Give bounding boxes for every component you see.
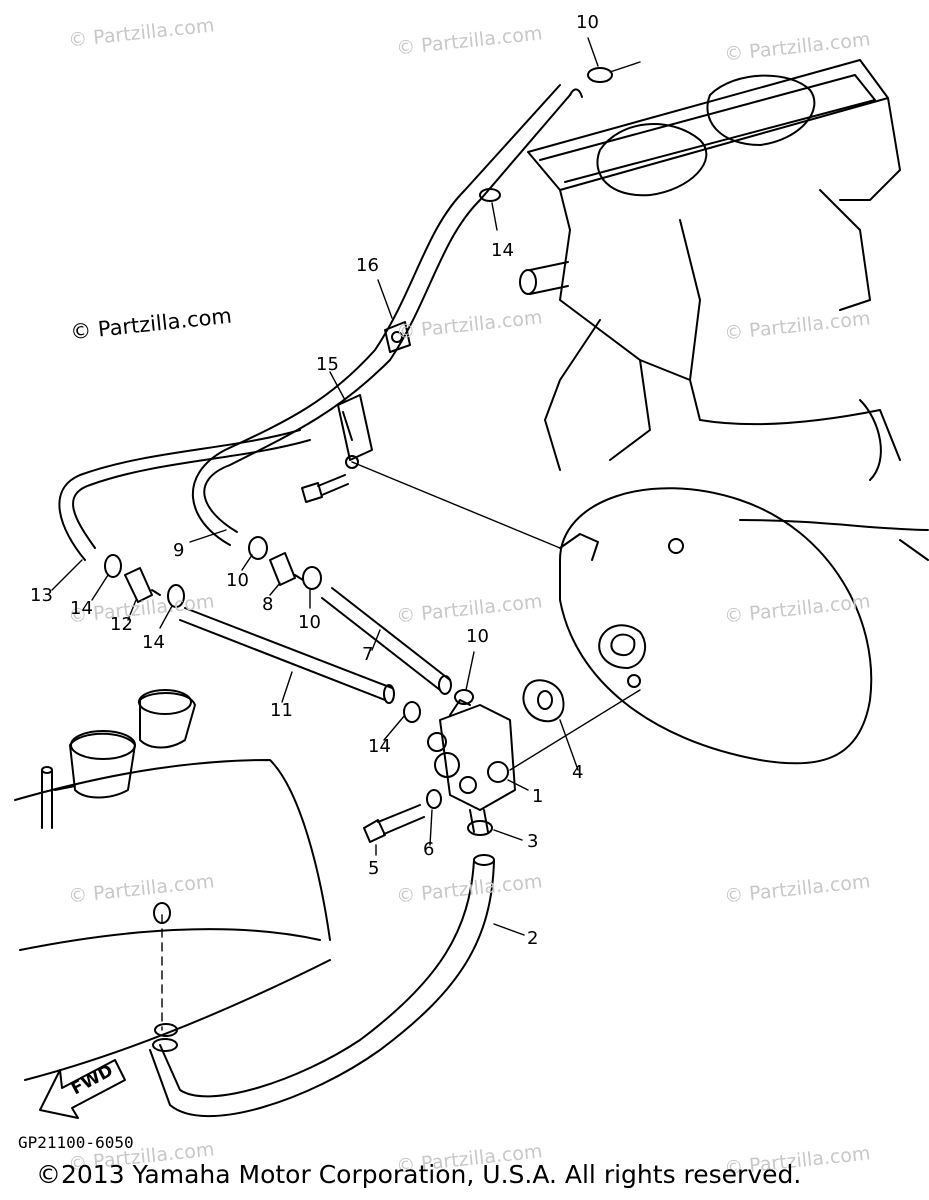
callout-10: 10 — [466, 626, 489, 647]
callout-5: 5 — [368, 858, 380, 879]
callout-14: 14 — [142, 632, 165, 653]
callout-9: 9 — [173, 540, 185, 561]
bracket-15 — [337, 394, 373, 469]
callout-7: 7 — [362, 644, 374, 665]
engine-block — [519, 59, 929, 561]
callout-10: 10 — [298, 612, 321, 633]
bolt-5 — [363, 804, 425, 843]
bolt-bracket — [301, 474, 349, 503]
crankcase-cover — [559, 487, 873, 765]
fwd-arrow — [39, 1059, 126, 1119]
callout-14: 14 — [70, 598, 93, 619]
gasket-4 — [522, 679, 565, 723]
clamps — [104, 67, 613, 1037]
oil-tank — [14, 689, 331, 1081]
callout-10: 10 — [226, 570, 249, 591]
callout-2: 2 — [527, 928, 539, 949]
assembly-lines — [161, 61, 641, 1031]
callout-8: 8 — [262, 594, 274, 615]
callout-15: 15 — [316, 354, 339, 375]
reference-code: GP21100-6050 — [18, 1133, 134, 1152]
callout-16: 16 — [356, 255, 379, 276]
check-valve-8 — [269, 552, 304, 586]
callout-1: 1 — [532, 786, 544, 807]
hose-11 — [179, 607, 395, 704]
check-valve-12 — [124, 567, 161, 603]
callout-11: 11 — [270, 700, 293, 721]
callout-12: 12 — [110, 614, 133, 635]
hose-13 — [58, 429, 311, 561]
hose-2 — [149, 854, 495, 1118]
hose-7 — [321, 587, 452, 695]
oil-pump — [427, 699, 516, 833]
callout-4: 4 — [572, 762, 584, 783]
clip-16 — [384, 321, 411, 353]
callout-3: 3 — [527, 831, 539, 852]
callout-14: 14 — [368, 736, 391, 757]
copyright-notice: ©2013 Yamaha Motor Corporation, U.S.A. A… — [36, 1160, 802, 1189]
callout-14: 14 — [491, 240, 514, 261]
callout-13: 13 — [30, 585, 53, 606]
leader-lines — [51, 37, 599, 936]
callout-10: 10 — [576, 12, 599, 33]
callout-6: 6 — [423, 839, 435, 860]
washer-6 — [426, 789, 442, 809]
